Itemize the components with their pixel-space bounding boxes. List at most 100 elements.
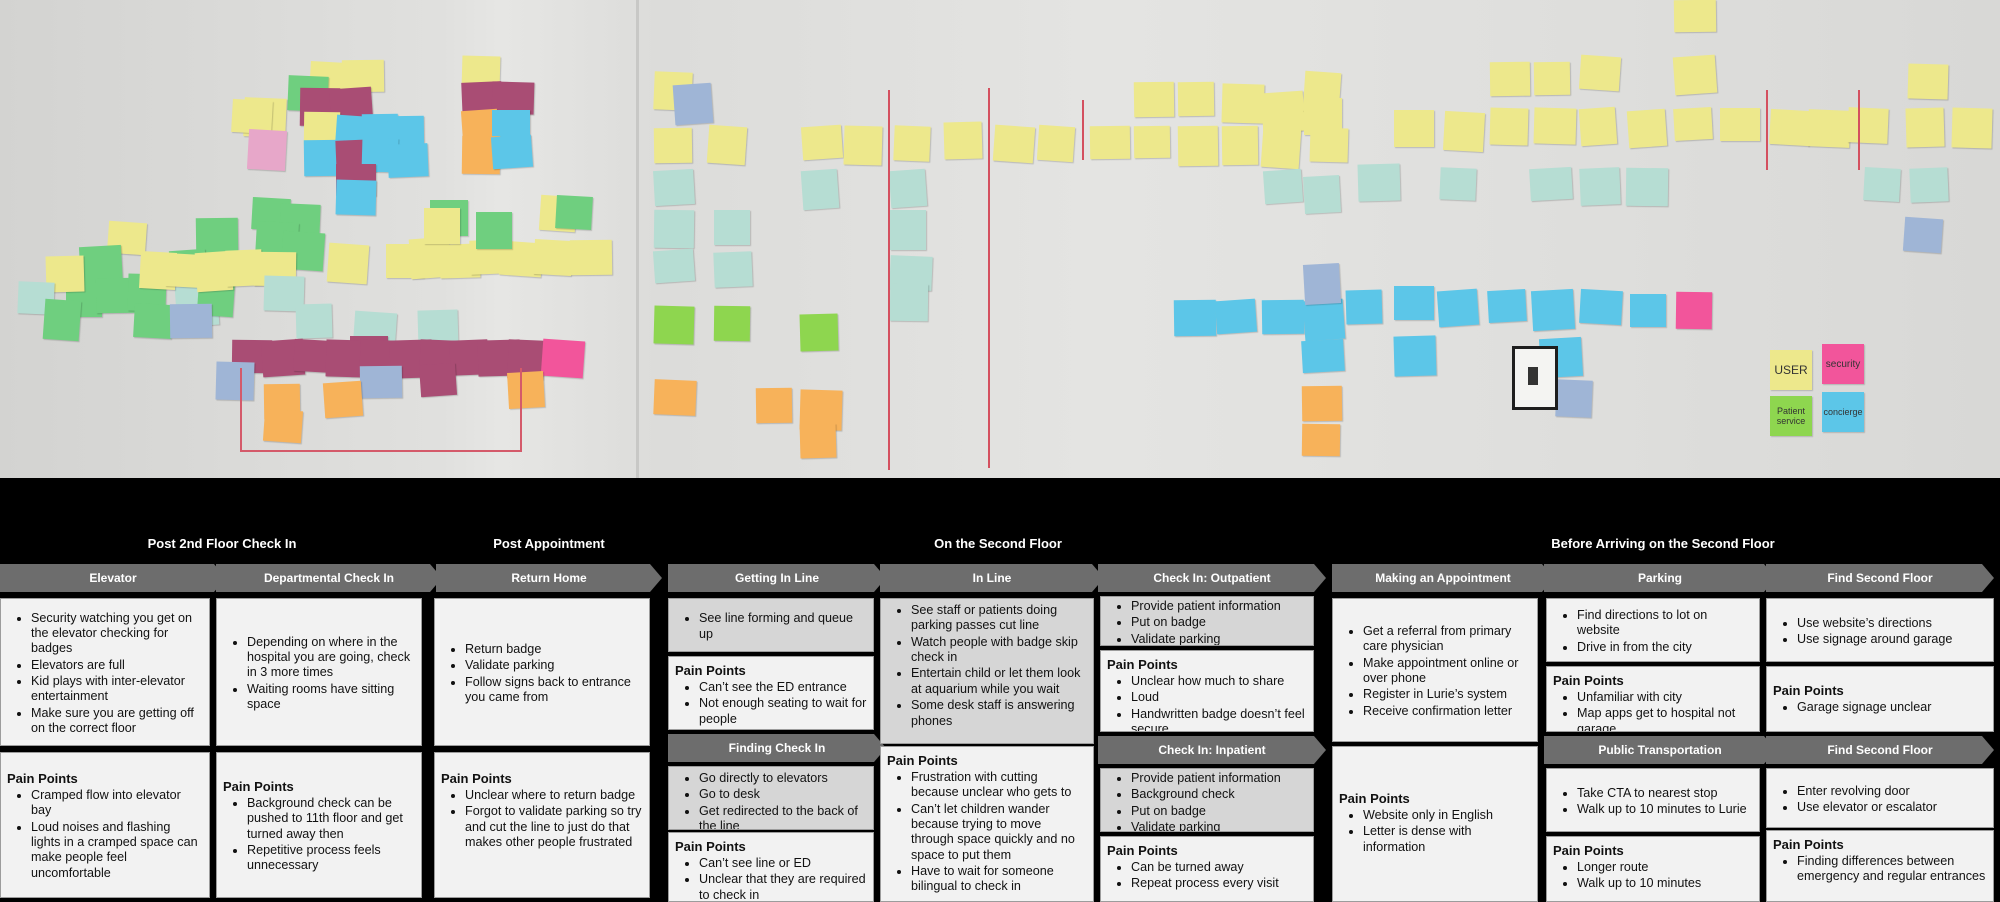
sticky-note (42, 298, 82, 342)
sticky-note (1489, 61, 1531, 97)
find-second-floor-a-pain-box: Pain Points Garage signage unclear (1766, 666, 1994, 732)
step-item: Get a referral from primary care physici… (1363, 624, 1531, 655)
parking-pain-box: Pain Points Unfamiliar with city Map app… (1546, 666, 1760, 732)
getting-in-line-pains: Can’t see the ED entrance Not enough sea… (675, 680, 867, 727)
sticky-note (1489, 107, 1529, 146)
step-item: Make appointment online or over phone (1363, 656, 1531, 687)
sticky-note (476, 212, 512, 249)
sticky-note (713, 251, 753, 288)
step-item: Walk up to 10 minutes to Lurie (1577, 802, 1753, 817)
sticky-note (890, 210, 926, 250)
pain-item: Can’t let children wander because trying… (911, 802, 1087, 863)
public-transportation-pain-box: Pain Points Longer route Walk up to 10 m… (1546, 836, 1760, 902)
sticky-note (1529, 166, 1573, 202)
step-item: Kid plays with inter-elevator entertainm… (31, 674, 203, 705)
public-transportation-pains: Longer route Walk up to 10 minutes (1553, 860, 1753, 892)
in-line-steps-box: See staff or patients doing parking pass… (880, 598, 1094, 744)
inpatient-steps-box: Provide patient information Background c… (1100, 768, 1314, 832)
sticky-note (1301, 385, 1343, 422)
step-item: See staff or patients doing parking pass… (911, 603, 1087, 634)
grouping-bracket (240, 368, 522, 452)
sticky-note (246, 128, 288, 172)
sticky-note (1357, 163, 1401, 202)
sticky-note (992, 124, 1036, 164)
sticky-note (1555, 379, 1593, 418)
step-item: Use signage around garage (1797, 632, 1987, 647)
sticky-note (706, 124, 748, 166)
sticky-note (555, 195, 593, 230)
sticky-note (1036, 124, 1076, 163)
subphase-checkin-inpatient: Check In: Inpatient (1098, 736, 1326, 764)
step-item: Watch people with badge skip check in (911, 635, 1087, 666)
step-item: Receive confirmation letter (1363, 704, 1531, 719)
step-item: Go directly to elevators (699, 771, 867, 786)
find-second-floor-a-steps-box: Use website’s directions Use signage aro… (1766, 598, 1994, 662)
getting-in-line-pain-box: Pain Points Can’t see the ED entrance No… (668, 656, 874, 730)
step-item: Some desk staff is answering phones (911, 698, 1087, 729)
pain-item: Loud noises and flashing lights in a cra… (31, 820, 203, 881)
finding-checkin-steps-box: Go directly to elevators Go to desk Get … (668, 766, 874, 830)
return-home-pains: Unclear where to return badge Forgot to … (441, 788, 643, 850)
step-item: Find directions to lot on website (1577, 608, 1753, 639)
sticky-note (1673, 106, 1713, 142)
step-item: Security watching you get on the elevato… (31, 611, 203, 657)
sticky-note (1442, 110, 1486, 153)
outpatient-pains: Unclear how much to share Loud Handwritt… (1107, 674, 1307, 731)
sticky-note (133, 302, 173, 340)
sticky-note (1909, 167, 1949, 203)
subphase-find-second-floor-b: Find Second Floor (1766, 736, 1994, 764)
sticky-note (387, 143, 429, 178)
phase-post-checkin: Post 2nd Floor Check In (0, 528, 444, 558)
pain-points-label: Pain Points (1553, 673, 1624, 688)
find-second-floor-b-pains: Finding differences between emergency an… (1773, 854, 1987, 885)
elevator-pains: Cramped flow into elevator bay Loud nois… (7, 788, 203, 881)
sticky-note (424, 208, 460, 244)
sticky-note (1394, 110, 1434, 147)
pain-item: Repeat process every visit (1131, 876, 1307, 891)
departmental-pains: Background check can be pushed to 11th f… (223, 796, 415, 874)
pain-points-label: Pain Points (675, 663, 746, 678)
sticky-note (893, 125, 931, 162)
sticky-note (653, 379, 697, 416)
sticky-note (1302, 298, 1346, 342)
in-line-pain-box: Pain Points Frustration with cutting bec… (880, 746, 1094, 902)
photo-seam (636, 0, 639, 478)
making-appointment-steps: Get a referral from primary care physici… (1339, 624, 1531, 720)
inpatient-pains: Can be turned away Repeat process every … (1107, 860, 1307, 892)
step-item: Provide patient information (1131, 599, 1307, 614)
departmental-pain-box: Pain Points Background check can be push… (216, 752, 422, 898)
sticky-note (1902, 216, 1944, 254)
sticky-note (1578, 106, 1618, 147)
sticky-note-concierge: concierge (1822, 392, 1864, 432)
pain-points-label: Pain Points (7, 771, 78, 786)
sticky-note (1625, 167, 1669, 207)
sticky-note (1301, 338, 1345, 374)
sticky-note (1309, 127, 1349, 163)
find-second-floor-a-pains: Garage signage unclear (1773, 700, 1987, 715)
divider-line (1858, 90, 1860, 170)
return-home-steps: Return badge Validate parking Follow sig… (441, 642, 643, 706)
sticky-note (1260, 126, 1302, 170)
sticky-note (1905, 107, 1945, 148)
pain-item: Garage signage unclear (1797, 700, 1987, 715)
step-item: Validate parking (1131, 820, 1307, 831)
step-item: Entertain child or let them look at aqua… (911, 666, 1087, 697)
return-home-steps-box: Return badge Validate parking Follow sig… (434, 598, 650, 746)
divider-line (1766, 90, 1768, 170)
step-item: Validate parking (465, 658, 643, 673)
elevator-pain-box: Pain Points Cramped flow into elevator b… (0, 752, 210, 898)
sticky-note (1626, 108, 1668, 149)
sticky-note (1951, 107, 1993, 149)
step-item: Return badge (465, 642, 643, 657)
find-second-floor-b-steps: Enter revolving door Use elevator or esc… (1773, 784, 1987, 817)
step-item: Elevators are full (31, 658, 203, 673)
parking-pains: Unfamiliar with city Map apps get to hos… (1553, 690, 1753, 731)
find-second-floor-a-steps: Use website’s directions Use signage aro… (1773, 616, 1987, 649)
sticky-note (799, 423, 837, 459)
phase-before-arriving: Before Arriving on the Second Floor (1332, 528, 1994, 558)
finding-checkin-pain-box: Pain Points Can’t see line or ED Unclear… (668, 832, 874, 902)
sticky-note (653, 305, 695, 345)
sticky-note (1436, 288, 1480, 328)
sticky-note (1579, 167, 1621, 206)
step-item: Use website’s directions (1797, 616, 1987, 631)
